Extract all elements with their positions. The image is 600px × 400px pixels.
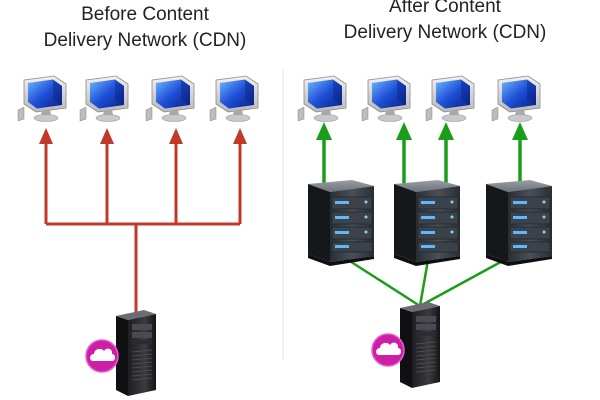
- after-cdn-title: After Content Delivery Network (CDN): [300, 0, 590, 46]
- after-cdn-title-line1: After Content: [389, 0, 501, 17]
- after-arrow-4: [512, 122, 528, 140]
- rack-server-icon: [393, 179, 461, 267]
- after-arrowheads: [316, 122, 528, 140]
- tower-server-icon: [399, 301, 441, 389]
- after-arrow-2: [396, 122, 412, 140]
- desktop-computer-icon: [145, 75, 195, 122]
- before-cdn-title-line2: Delivery Network (CDN): [43, 30, 247, 51]
- desktop-computer-icon: [79, 75, 129, 122]
- desktop-computer-icon: [425, 75, 475, 122]
- before-arrowheads: [39, 128, 247, 144]
- before-cdn-title: Before Content Delivery Network (CDN): [10, 2, 280, 54]
- before-cdn-title-line1: Before Content: [81, 4, 209, 25]
- rack-server-icon: [485, 179, 553, 267]
- rack-server-icon: [307, 179, 375, 267]
- desktop-computer-icon: [361, 75, 411, 122]
- before-arrow-1: [39, 128, 53, 144]
- before-arrow-3: [169, 128, 183, 144]
- after-cdn-title-line2: Delivery Network (CDN): [343, 22, 547, 43]
- desktop-computer-icon: [297, 75, 347, 122]
- before-distribution-lines: [44, 142, 242, 320]
- cloud-icon: [371, 333, 405, 367]
- after-origin-links: [344, 256, 509, 308]
- desktop-computer-icon: [209, 75, 259, 122]
- before-cdn-section: [17, 75, 259, 397]
- desktop-computer-icon: [17, 75, 67, 122]
- after-arrow-1: [316, 122, 332, 140]
- tower-server-icon: [115, 309, 157, 397]
- after-edge-links: [322, 138, 522, 186]
- after-cdn-section: [297, 75, 553, 389]
- desktop-computer-icon: [491, 75, 541, 122]
- before-arrow-4: [233, 128, 247, 144]
- after-arrow-3: [438, 122, 454, 140]
- before-arrow-2: [100, 128, 114, 144]
- cloud-icon: [85, 339, 119, 373]
